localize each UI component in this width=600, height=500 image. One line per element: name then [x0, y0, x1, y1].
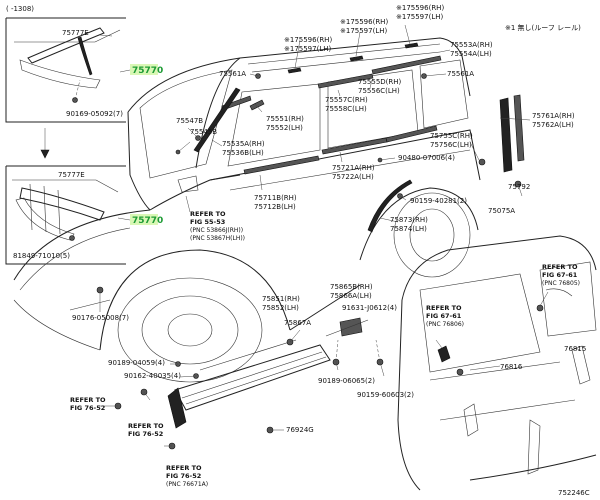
diagram-id: 752246C	[558, 489, 590, 497]
label-75756c: 75756C(LH)	[430, 141, 472, 149]
label-75547b: 75547B	[176, 117, 203, 125]
label-90189-a: 90189-04059(4)	[108, 359, 165, 367]
svg-text:REFER TO: REFER TO	[166, 464, 202, 472]
arrow-down-icon	[40, 128, 50, 159]
label-75792: 75792	[508, 183, 530, 191]
date-range-label: ( -1308)	[6, 5, 34, 13]
label-75552: 75552(LH)	[266, 124, 303, 132]
label-75555d: 75555D(RH)	[358, 78, 402, 86]
label-90189-b: 90189-06065(2)	[318, 377, 375, 385]
label-75554a: 75554A(LH)	[450, 50, 492, 58]
label-76924g: 76924G	[286, 426, 314, 434]
label-90162: 90162-40035(4)	[124, 372, 181, 380]
label-76815: 76815	[564, 345, 586, 353]
label-75866a: 75866A(LH)	[330, 292, 372, 300]
label-90480: 90480-07006(4)	[398, 154, 455, 162]
label-75561a-left: 75561A	[219, 70, 246, 78]
label-75711b: 75711B(RH)	[254, 194, 297, 202]
reference-fig-67-61-b[interactable]: REFER TO FIG 67-61 (PNC 76806)	[426, 304, 464, 328]
svg-text:(PNC 76805): (PNC 76805)	[542, 280, 580, 287]
label-75561a-right: 75561A	[447, 70, 474, 78]
svg-text:REFER TO: REFER TO	[128, 422, 164, 430]
svg-text:FIG 55-53: FIG 55-53	[190, 218, 225, 226]
label-75770-lower[interactable]: 75770	[132, 216, 163, 226]
svg-text:FIG 67-61: FIG 67-61	[426, 312, 462, 320]
label-75762a: 75762A(LH)	[532, 121, 574, 129]
reference-fig-55-53[interactable]: REFER TO FIG 55-53 (PNC 53866J(RH)) (PNC…	[190, 210, 245, 242]
svg-text:REFER TO: REFER TO	[426, 304, 462, 312]
rear-leader-lines	[435, 291, 581, 371]
label-75721a: 75721A(RH)	[332, 164, 375, 172]
label-90176: 90176-05008(7)	[72, 314, 129, 322]
label-75777e-lower: 75777E	[58, 171, 85, 179]
label-75770-upper[interactable]: 75770	[132, 66, 163, 76]
svg-text:REFER TO: REFER TO	[190, 210, 226, 218]
label-75851: 75851(RH)	[262, 295, 300, 303]
label-75874: 75874(LH)	[390, 225, 427, 233]
reference-fig-76-52-c[interactable]: REFER TO FIG 76-52 (PNC 76671A)	[166, 464, 208, 488]
svg-text:FIG 76-52: FIG 76-52	[70, 404, 105, 412]
reference-fig-76-52-b[interactable]: REFER TO FIG 76-52	[128, 422, 164, 438]
svg-text:FIG 67-61: FIG 67-61	[542, 271, 578, 279]
clip-icon	[96, 286, 104, 294]
label-175597-lh-low: ※175597(LH)	[284, 45, 331, 53]
svg-text:(PNC 76806): (PNC 76806)	[426, 321, 464, 328]
label-75556c: 75556C(LH)	[358, 87, 400, 95]
svg-text:(PNC 53866J(RH)): (PNC 53866J(RH))	[190, 227, 243, 234]
label-175596-rh-top: ※175596(RH)	[396, 4, 444, 12]
label-75551: 75551(RH)	[266, 115, 304, 123]
label-75761a: 75761A(RH)	[532, 112, 575, 120]
vehicle-rear-view	[397, 235, 597, 491]
label-75867a: 75867A	[284, 319, 311, 327]
label-75545b: 75545B	[190, 128, 217, 136]
label-75558c: 75558C(LH)	[325, 105, 367, 113]
reference-fig-67-61-a[interactable]: REFER TO FIG 67-61 (PNC 76805)	[542, 263, 580, 287]
svg-text:(PNC 53867H(LH)): (PNC 53867H(LH))	[190, 235, 245, 242]
lower-leader-lines	[100, 329, 385, 447]
svg-text:FIG 76-52: FIG 76-52	[128, 430, 163, 438]
label-175597-lh-mid: ※175597(LH)	[340, 27, 387, 35]
label-90159-b: 90159-60603(2)	[357, 391, 414, 399]
label-90169: 90169-05092(7)	[66, 110, 123, 118]
label-75865b: 75865B(RH)	[330, 283, 373, 291]
label-175596-rh-mid: ※175596(RH)	[340, 18, 388, 26]
label-75535a: 75535A(RH)	[222, 140, 265, 148]
label-75873: 75873(RH)	[390, 216, 428, 224]
reference-fig-76-52-a[interactable]: REFER TO FIG 76-52	[70, 396, 106, 412]
label-91631: 91631-J0612(4)	[342, 304, 397, 312]
label-75075a: 75075A	[488, 207, 515, 215]
label-75777e-upper: 75777E	[62, 29, 89, 37]
label-75557c: 75557C(RH)	[325, 96, 368, 104]
svg-text:(PNC 76671A): (PNC 76671A)	[166, 481, 208, 488]
label-81849: 81849-71010(5)	[13, 252, 70, 260]
label-75553a: 75553A(RH)	[450, 41, 493, 49]
svg-text:REFER TO: REFER TO	[70, 396, 106, 404]
label-175597-lh-top: ※175597(LH)	[396, 13, 443, 21]
svg-text:FIG 76-52: FIG 76-52	[166, 472, 201, 480]
roof-rail-note: ※1 無し(ルーフ レール)	[505, 23, 581, 32]
inset-box-upper	[5, 17, 126, 123]
label-75755c: 75755C(RH)	[430, 132, 473, 140]
svg-text:REFER TO: REFER TO	[542, 263, 578, 271]
roof-moulding-parts	[175, 42, 525, 233]
label-76816: 76816	[500, 363, 523, 371]
label-75712b: 75712B(LH)	[254, 203, 296, 211]
inset-box-lower	[5, 165, 126, 265]
label-175596-rh-low: ※175596(RH)	[284, 36, 332, 44]
label-90159-a: 90159-40281(2)	[410, 197, 467, 205]
label-75536b: 75536B(LH)	[222, 149, 264, 157]
leader-lines	[177, 24, 531, 223]
label-75852: 75852(LH)	[262, 304, 299, 312]
label-75722a: 75722A(LH)	[332, 173, 374, 181]
vehicle-front-view	[13, 37, 481, 383]
